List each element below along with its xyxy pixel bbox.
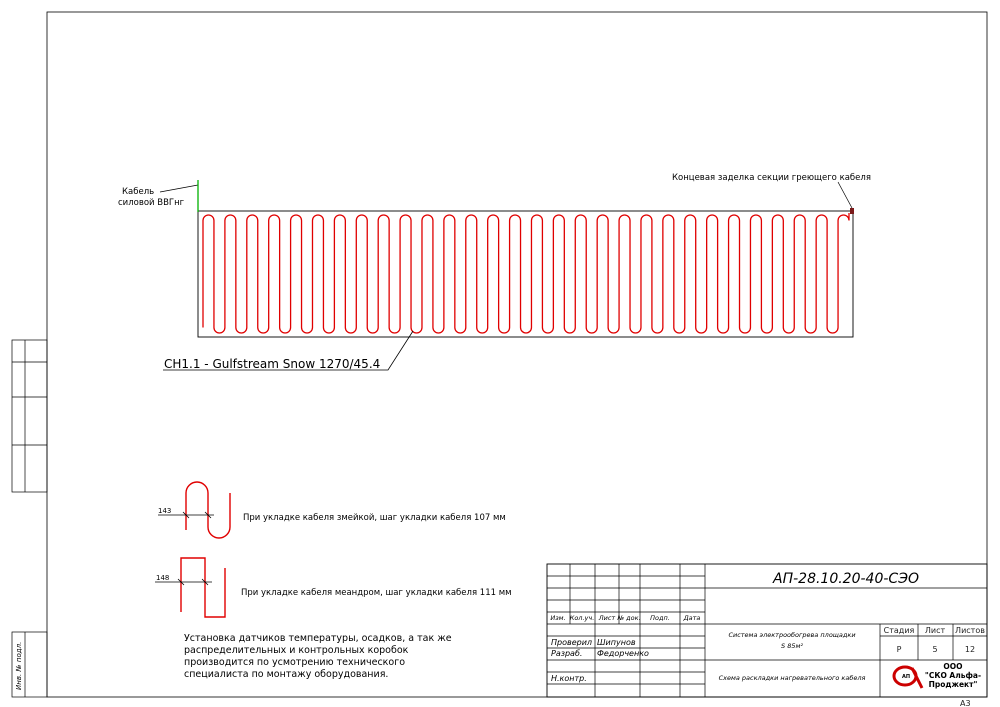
- power-cable-leader: [159, 184, 199, 193]
- meander-dim-value: 148: [156, 574, 169, 582]
- sensor-note-line-3: производится по усмотрению технического: [184, 657, 405, 668]
- role-normcontrol: Н.контр.: [551, 674, 587, 683]
- end-termination-mark: [850, 208, 854, 214]
- format-label: А3: [960, 699, 971, 707]
- system-name-1: Система электрообогрева площадки: [728, 631, 855, 639]
- name-developed: Федорченко: [597, 649, 649, 658]
- company-line-1: ООО: [943, 662, 962, 671]
- col-header-sign: Подп.: [650, 614, 670, 622]
- heating-zone: [197, 210, 854, 338]
- stage-label: Стадия: [884, 626, 915, 635]
- power-cable-label-1: Кабель: [122, 187, 154, 197]
- sheet-name: Схема раскладки нагревательного кабеля: [719, 674, 866, 682]
- role-checked: Проверил: [551, 638, 592, 647]
- sensor-note-line-2: распределительных и контрольных коробок: [184, 645, 409, 656]
- col-header-kolvo: Кол.уч.: [570, 614, 595, 622]
- snake-dim-value: 143: [158, 507, 171, 515]
- title-block: [546, 563, 988, 698]
- company-line-2: "СКО Альфа-: [925, 671, 981, 680]
- sheets-value: 12: [965, 645, 975, 654]
- section-label: СН1.1 - Gulfstream Snow 1270/45.4: [164, 357, 380, 371]
- drawing-frame: [46, 11, 988, 698]
- section-leader: [163, 330, 414, 371]
- side-stamp: [11, 339, 48, 698]
- snake-legend-icon: [185, 481, 231, 539]
- snake-note: При укладке кабеля змейкой, шаг укладки …: [243, 513, 506, 523]
- power-cable-label-2: силовой ВВГнг: [118, 198, 185, 208]
- company-line-3: Проджект": [929, 680, 978, 689]
- meander-note: При укладке кабеля меандром, шаг укладки…: [241, 588, 512, 598]
- sheet-label: Лист: [925, 626, 946, 635]
- heating-cable-serpentine: [202, 213, 850, 334]
- meander-legend-icon: [180, 557, 226, 618]
- col-header-date: Дата: [683, 614, 701, 622]
- company-logo-icon: АП: [892, 665, 924, 689]
- sensor-note-line-1: Установка датчиков температуры, осадков,…: [184, 633, 452, 644]
- designation: АП-28.10.20-40-СЭО: [772, 571, 919, 587]
- stage-value: Р: [897, 645, 902, 654]
- sheets-label: Листов: [955, 626, 985, 635]
- name-checked: Шипунов: [597, 638, 636, 647]
- col-header-izm: Изм.: [550, 614, 565, 622]
- inv-no-label: Инв. № подл.: [15, 642, 23, 690]
- heating-zone-outline: [197, 210, 854, 338]
- end-termination-leader: [837, 181, 853, 209]
- col-header-doc: № док.: [616, 614, 640, 622]
- col-header-list: Лист: [598, 614, 616, 622]
- role-developed: Разраб.: [551, 649, 582, 658]
- svg-text:АП: АП: [902, 674, 910, 680]
- end-termination-label: Концевая заделка секции греющего кабеля: [672, 173, 871, 183]
- sheet-value: 5: [932, 645, 937, 654]
- sensor-note-line-4: специалиста по монтажу оборудования.: [184, 669, 388, 680]
- system-name-2: S 85м²: [781, 642, 803, 650]
